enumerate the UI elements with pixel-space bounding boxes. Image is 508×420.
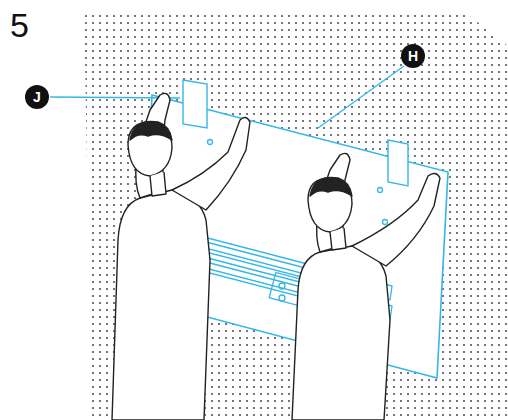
person-figure xyxy=(292,153,440,420)
callout-letter: H xyxy=(401,44,425,68)
person-figure xyxy=(112,93,250,420)
hanging-tab xyxy=(183,80,207,128)
callout-letter: J xyxy=(25,85,49,109)
leader-line xyxy=(318,66,404,128)
dotted-wall xyxy=(84,10,508,420)
hanging-tab xyxy=(388,140,408,186)
step-number: 5 xyxy=(10,8,29,42)
